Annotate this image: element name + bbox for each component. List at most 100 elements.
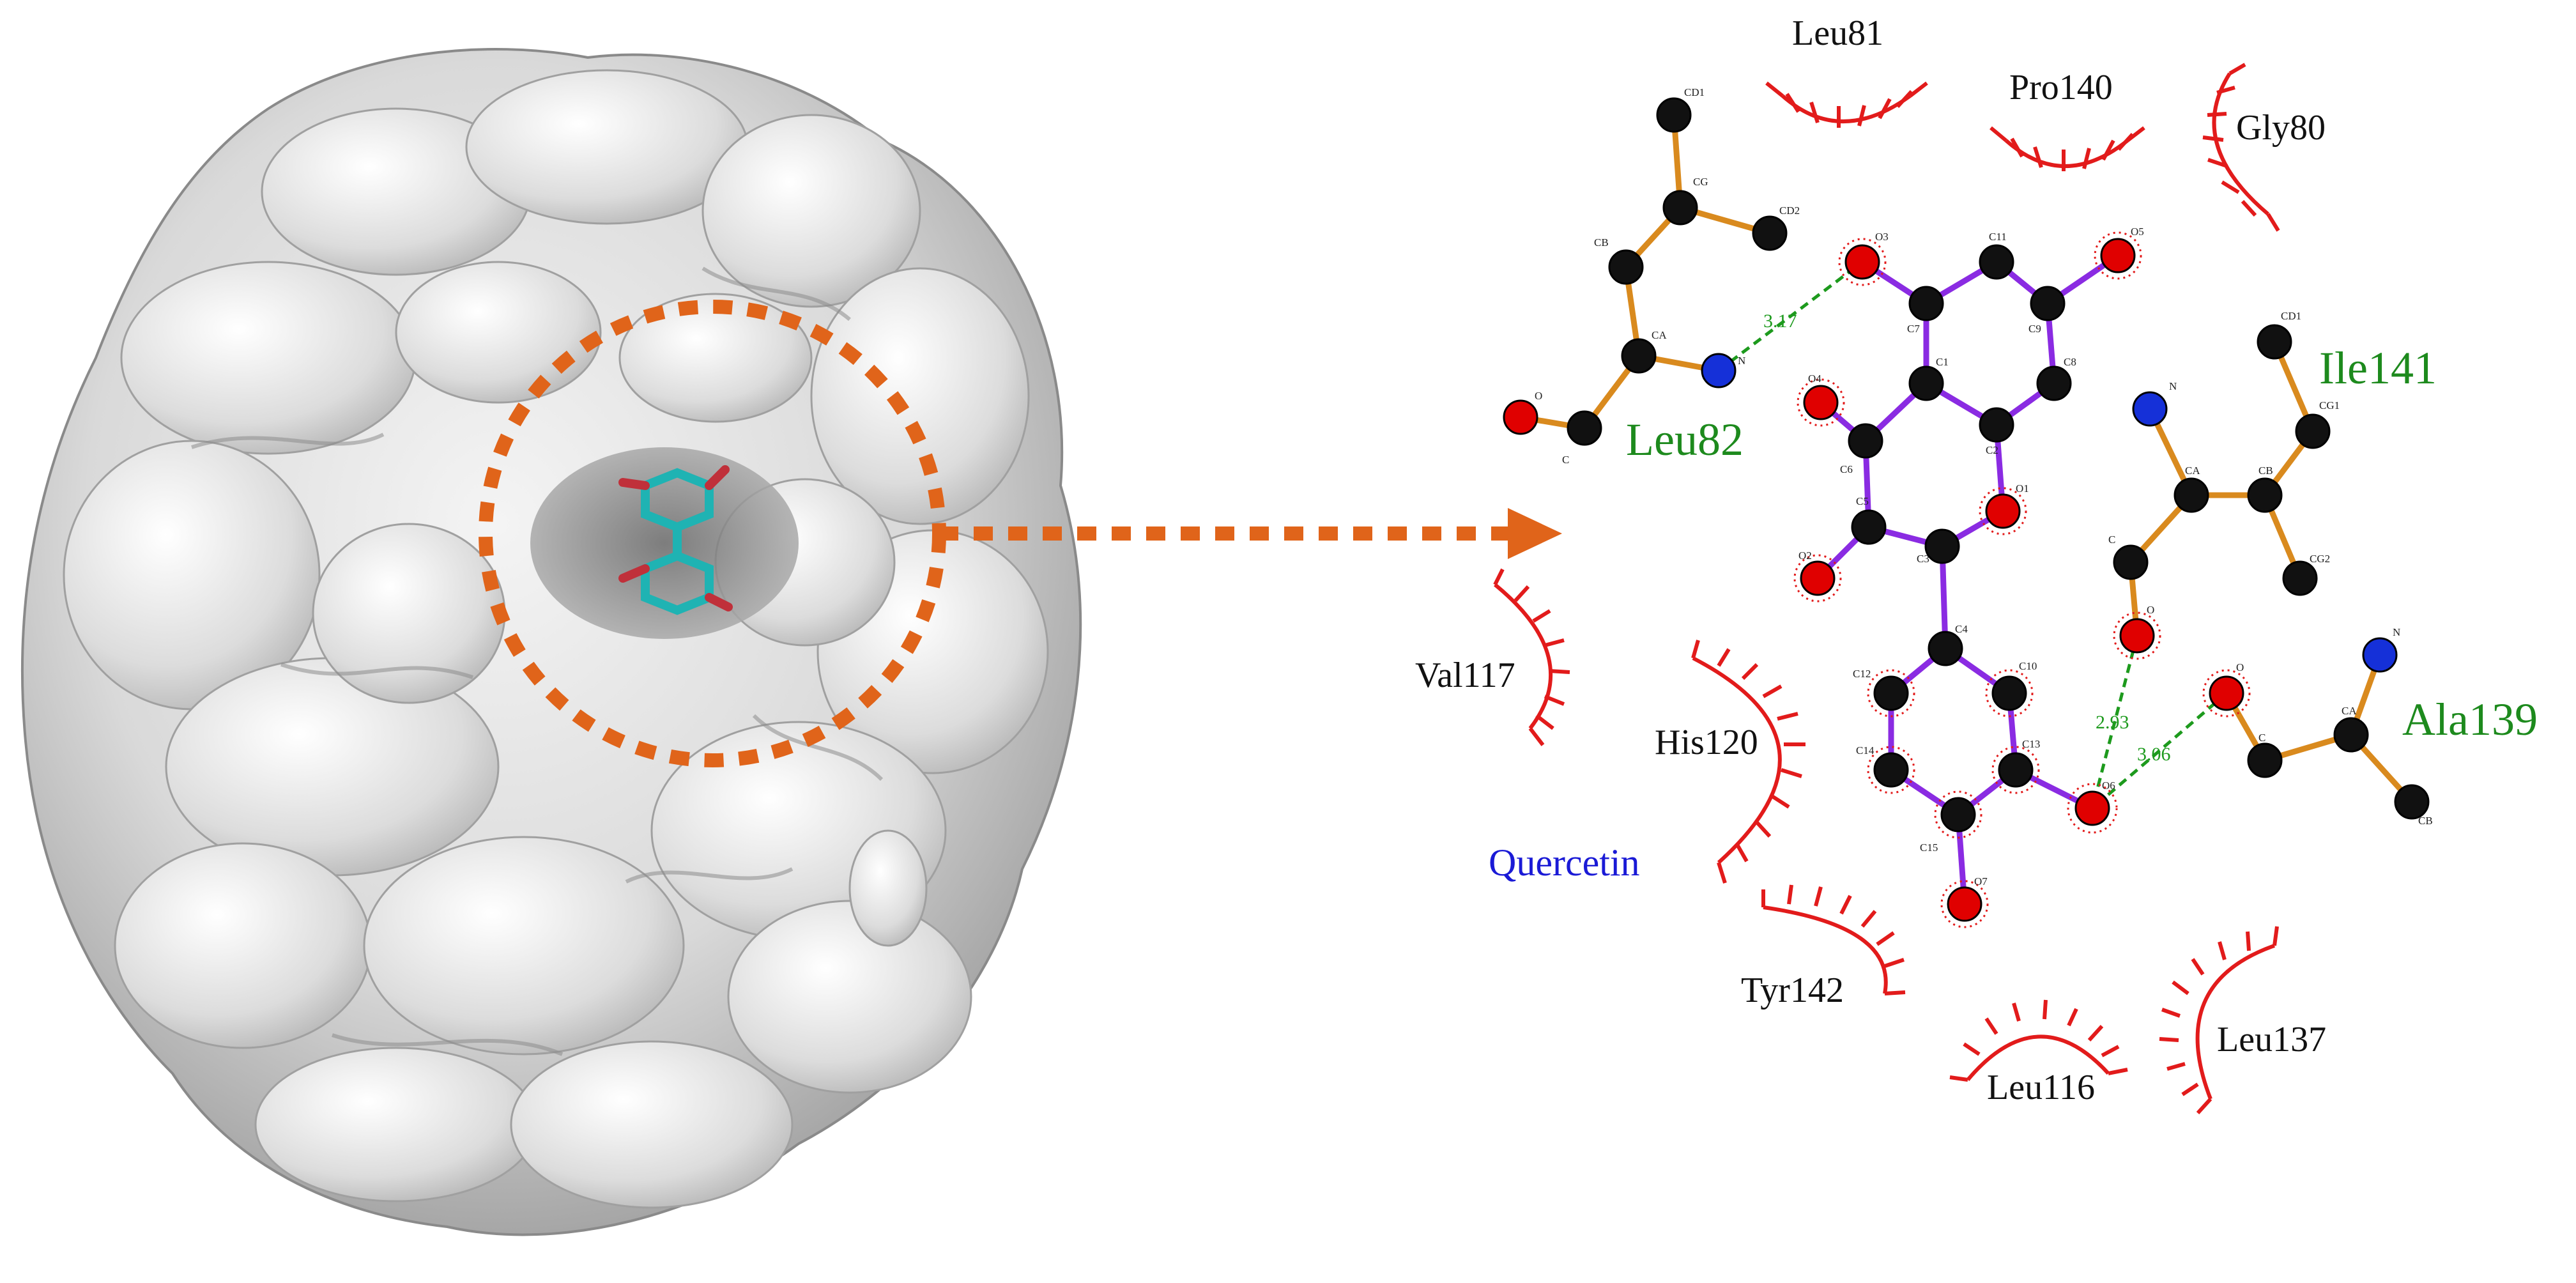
atom-leu82-n: [1701, 353, 1736, 388]
atom-label: C7: [1907, 323, 1920, 335]
hbond-line-3: [2091, 692, 2228, 810]
atom-labels: CD1 CG CD2 CB CA N O C CD1 CG1 N CA CB C…: [1535, 86, 2433, 887]
atom-c7: [1908, 286, 1944, 321]
hbond-distances: 3.17 2.93 3.06: [1763, 311, 2171, 765]
atom-ala139-cb: [2394, 784, 2430, 820]
atom-label: C9: [2028, 323, 2041, 335]
atom-ala139-n: [2362, 637, 2398, 673]
ligand-label: Quercetin: [1489, 841, 1640, 884]
atom-label: CA: [1652, 329, 1667, 341]
atom-label: O7: [1974, 875, 1988, 887]
atom-label: O4: [1808, 373, 1821, 385]
zoom-arrow-head: [1508, 508, 1562, 559]
atom-label: N: [1738, 355, 1745, 367]
atom-o5: [2100, 238, 2136, 273]
atom-leu82-c: [1567, 410, 1602, 446]
atom-label: C6: [1840, 463, 1853, 475]
atom-label: N: [2393, 626, 2400, 638]
atom-label: CG2: [2310, 553, 2330, 565]
atom-c5: [1851, 509, 1887, 545]
atom-label: CG1: [2319, 399, 2340, 411]
atom-label: CA: [2185, 465, 2200, 477]
hbond-line-2: [2090, 635, 2139, 809]
atom-leu82-cb: [1608, 249, 1644, 285]
atom-label: O: [2236, 661, 2244, 673]
atom-ile141-n: [2132, 391, 2168, 427]
atom-leu82-cd1: [1656, 97, 1692, 133]
hbond-lines: [1717, 261, 2228, 810]
residue-label-ala139: Ala139: [2402, 694, 2538, 745]
atom-label: C3: [1917, 553, 1929, 565]
atom-label: O3: [1875, 231, 1889, 243]
residue-label-tyr142: Tyr142: [1741, 971, 1844, 1010]
residue-label-gly80: Gly80: [2236, 108, 2326, 148]
atom-leu82-o: [1503, 399, 1538, 435]
atom-label: O6: [2102, 780, 2115, 792]
hydrophobic-arc-val117: [1493, 568, 1570, 746]
residue-label-val117: Val117: [1415, 656, 1515, 695]
atom-label: O2: [1798, 549, 1812, 562]
surface-lobes: [63, 69, 1049, 1209]
ligand-contact-ticks: [1793, 231, 2251, 928]
atom-label: C15: [1920, 841, 1938, 854]
residue-labels: Leu82 Ile141 Ala139 Leu81 Pro140 Gly80 V…: [1415, 13, 2538, 1107]
atom-label: O5: [2131, 226, 2144, 238]
atom-label: C1: [1936, 356, 1949, 368]
atom-label: O: [2147, 604, 2154, 616]
residue-label-his120: His120: [1655, 723, 1758, 762]
hydrophobic-arcs: [1493, 63, 2280, 1115]
atom-ile141-ca: [2174, 477, 2209, 513]
hbond-distance-3: 3.06: [2137, 744, 2171, 765]
atom-label: C11: [1989, 231, 2007, 243]
atom-label: C: [2108, 534, 2115, 546]
hydrophobic-arc-his120: [1691, 640, 1805, 884]
hydrophobic-arc-gly80: [2202, 63, 2280, 232]
atom-label: CB: [1594, 236, 1609, 249]
atom-ala139-c: [2247, 742, 2283, 778]
atom-c9: [2030, 286, 2066, 321]
atom-ala139-ca: [2333, 717, 2369, 753]
atom-c3: [1924, 528, 1960, 564]
atom-label: CG: [1693, 176, 1708, 188]
atom-c4: [1928, 631, 1963, 666]
residue-label-leu137: Leu137: [2217, 1020, 2326, 1059]
atom-label: C: [1562, 454, 1569, 466]
hydrophobic-arc-leu137: [2159, 926, 2279, 1115]
atom-label: C2: [1986, 444, 1998, 456]
zoom-indicator: [479, 300, 1562, 767]
atom-c15: [1940, 797, 1976, 833]
atom-leu82-cd2: [1752, 215, 1788, 251]
atom-label: N: [2169, 380, 2177, 392]
atom-o3: [1844, 244, 1880, 280]
atom-label: CA: [2342, 705, 2357, 717]
docked-ligand-sticks: [618, 465, 733, 615]
atom-label: C: [2258, 732, 2266, 744]
atom-ile141-c: [2113, 544, 2149, 580]
atom-c11: [1979, 244, 2014, 280]
residue-label-leu82: Leu82: [1626, 414, 1744, 465]
residue-label-pro140: Pro140: [2009, 68, 2113, 107]
hydrophobic-arc-leu116: [1949, 999, 2128, 1082]
ligand-atoms: [1800, 238, 2136, 922]
atom-c2: [1979, 407, 2014, 443]
atom-c6: [1848, 423, 1883, 459]
binding-pocket: [530, 447, 799, 639]
atom-label: CD1: [1684, 86, 1705, 98]
atom-ala139-o: [2209, 675, 2244, 711]
atom-ile141-cg2: [2282, 560, 2318, 596]
atom-leu82-ca: [1621, 338, 1657, 374]
residue-label-ile141: Ile141: [2319, 342, 2437, 394]
atom-o4: [1803, 385, 1839, 420]
atom-c10: [1991, 675, 2027, 711]
atom-label: C12: [1853, 668, 1871, 680]
residue-label-leu116: Leu116: [1987, 1068, 2095, 1107]
atom-label: O: [1535, 390, 1542, 402]
surface-grooves: [191, 266, 884, 1056]
hbond-distance-1: 3.17: [1763, 311, 1797, 332]
atom-label: C4: [1955, 623, 1968, 635]
atom-ile141-o: [2119, 618, 2155, 654]
hbond-line-1: [1717, 261, 1864, 372]
hbond-distance-2: 2.93: [2096, 712, 2129, 733]
